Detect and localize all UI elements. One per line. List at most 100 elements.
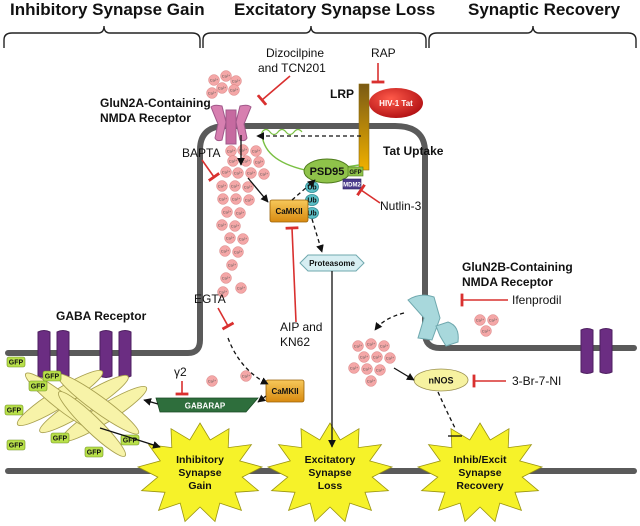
gaba-receptor-label: GABA Receptor: [56, 309, 147, 323]
outcome-bursts: InhibitorySynapseGainExcitatorySynapseLo…: [136, 422, 544, 523]
gfp-tag: [50, 432, 70, 444]
calcium-ion: [226, 259, 238, 271]
burst-synapse-recovery-label: Synapse: [458, 467, 501, 479]
calcium-ion-label: Ca²⁺: [373, 354, 382, 359]
calcium-ion: [371, 351, 383, 363]
calcium-ion: [234, 207, 246, 219]
calcium-ion-label: Ca²⁺: [210, 77, 219, 82]
calcium-ion-label: Ca²⁺: [229, 158, 238, 163]
burst-inhibitory-synapse-gain-label: Synapse: [178, 467, 221, 479]
calcium-ion-label: Ca²⁺: [247, 170, 256, 175]
calcium-ion: [232, 167, 244, 179]
gfp-tag: [6, 356, 26, 368]
calcium-ion-label: Ca²⁺: [232, 78, 241, 83]
ub-label-1: Ub: [307, 185, 316, 192]
calcium-ion-label: Ca²⁺: [232, 196, 241, 201]
calcium-ion-label: Ca²⁺: [252, 148, 261, 153]
lrp-label: LRP: [330, 87, 354, 101]
calcium-ion-label: Ca²⁺: [239, 236, 248, 241]
burst-inhibitory-synapse-gain-label: Gain: [188, 480, 211, 492]
calcium-ion-label: Ca²⁺: [231, 223, 240, 228]
gfp-tag-label: GFP: [87, 450, 102, 457]
calcium-ion-label: Ca²⁺: [234, 170, 243, 175]
calcium-ion: [229, 180, 241, 192]
calcium-ion-label: Ca²⁺: [476, 317, 485, 322]
header-inhibitory-synapse-gain: Inhibitory Synapse Gain: [10, 0, 205, 19]
gfp-tag: [84, 446, 104, 458]
calcium-ion: [220, 166, 232, 178]
calcium-ion: [216, 180, 228, 192]
calcium-ion-label: Ca²⁺: [386, 355, 395, 360]
ubiquitin-chain: Ub Ub Ub: [305, 181, 319, 219]
calcium-ion-label: Ca²⁺: [227, 148, 236, 153]
calcium-ion-label: Ca²⁺: [363, 366, 372, 371]
calcium-ion: [365, 338, 377, 350]
calcium-ion-label: Ca²⁺: [218, 85, 227, 90]
calcium-ion: [258, 168, 270, 180]
calcium-ion: [253, 156, 265, 168]
burst-inhibitory-synapse-gain-label: Inhibitory: [176, 454, 224, 466]
proteasome-shape: [299, 254, 365, 272]
gfp-tag-label: GFP: [53, 436, 68, 443]
calcium-ion-label: Ca²⁺: [221, 248, 230, 253]
header-excitatory-synapse-loss: Excitatory Synapse Loss: [234, 0, 435, 19]
calcium-ion-label: Ca²⁺: [219, 196, 228, 201]
gfp-psd95-label: GFP: [349, 170, 361, 176]
burst-excitatory-synapse-loss-label: Loss: [318, 480, 343, 492]
calcium-ion-label: Ca²⁺: [244, 184, 253, 189]
gamma2-label: γ2: [174, 365, 187, 379]
calcium-ion: [240, 370, 252, 382]
calcium-ion: [217, 286, 229, 298]
glun2a-nmda-receptor-icon: [210, 104, 252, 145]
nutlin3-label: Nutlin-3: [380, 199, 422, 213]
gfp-tag-label: GFP: [123, 438, 138, 445]
bapta-label: BAPTA: [182, 146, 220, 160]
camkii-box-upper: [269, 199, 309, 223]
gfp-scaffold-lattice: [16, 369, 148, 457]
calcium-ion: [235, 282, 247, 294]
calcium-ion-label: Ca²⁺: [245, 197, 254, 202]
calcium-ion: [365, 375, 377, 387]
gfp-tag: [28, 380, 48, 392]
egta-label: EGTA: [194, 292, 226, 306]
calcium-ion: [216, 82, 228, 94]
calcium-ion-label: Ca²⁺: [489, 317, 498, 322]
calcium-ion: [224, 232, 236, 244]
burst-excitatory-synapse-loss: [266, 422, 394, 523]
calcium-ion: [245, 167, 257, 179]
calcium-ion-label: Ca²⁺: [230, 87, 239, 92]
calcium-ion-label: Ca²⁺: [350, 365, 359, 370]
camkii-upper-label: CaMKII: [275, 207, 302, 216]
aip-label-line2: KN62: [280, 335, 310, 349]
calcium-ion-label: Ca²⁺: [367, 341, 376, 346]
calcium-ion-label: Ca²⁺: [208, 378, 217, 383]
calcium-ion-label: Ca²⁺: [239, 147, 248, 152]
calcium-ion-label: Ca²⁺: [218, 222, 227, 227]
calcium-ion: [206, 375, 218, 387]
glun2b-label-line2: NMDA Receptor: [462, 275, 553, 289]
gfp-tag-label: GFP: [7, 408, 22, 415]
calcium-ion: [378, 340, 390, 352]
calcium-ion: [352, 340, 364, 352]
calcium-ion-label: Ca²⁺: [208, 90, 217, 95]
br7ni-label: 3-Br-7-NI: [512, 374, 561, 388]
ub-label-2: Ub: [307, 198, 316, 205]
calcium-ion-label: Ca²⁺: [228, 262, 237, 267]
camkii-box-lower: [265, 379, 305, 403]
calcium-ion: [219, 245, 231, 257]
gfp-tag: [42, 370, 62, 382]
mdm2-label: MDM2: [343, 183, 361, 189]
calcium-ion: [216, 219, 228, 231]
calcium-ion-label: Ca²⁺: [482, 328, 491, 333]
tat-uptake-label: Tat Uptake: [383, 144, 444, 158]
ub-label-3: Ub: [307, 211, 316, 218]
gfp-tag-label: GFP: [45, 374, 60, 381]
calcium-ion-label: Ca²⁺: [236, 210, 245, 215]
calcium-ion-label: Ca²⁺: [218, 183, 227, 188]
presynaptic-membrane: [5, 123, 637, 356]
calcium-ion: [384, 352, 396, 364]
gfp-tag-label: GFP: [31, 384, 46, 391]
calcium-ion-label: Ca²⁺: [380, 343, 389, 348]
